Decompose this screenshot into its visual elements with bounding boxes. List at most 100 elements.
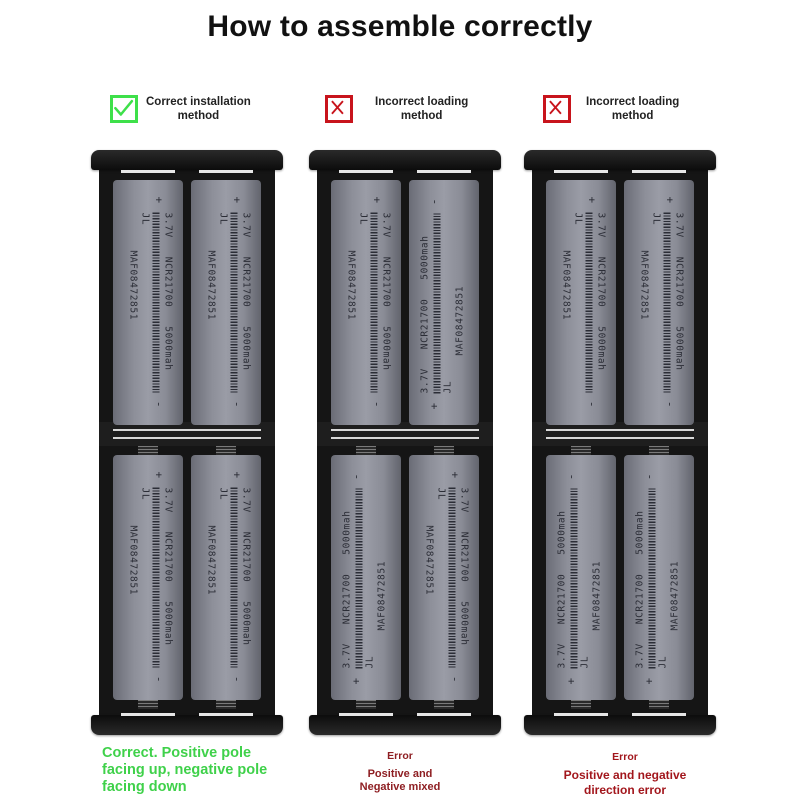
contact-plate [199,170,253,173]
battery-brand: JL [572,212,584,225]
legend-label: Incorrect loading method [375,95,468,123]
holder-middle-contacts [532,422,708,446]
negative-pole: - [585,400,599,407]
legend-line: method [400,110,443,122]
battery-brand: JL [364,655,376,668]
error-label: Error [612,751,638,763]
battery-brand: JL [139,212,151,225]
caption-line: facing up, negative pole [102,762,268,778]
spring-contact [356,446,376,455]
negative-pole: - [230,675,244,682]
caption-line: direction error [583,783,667,797]
legend-line: Incorrect loading [586,96,680,108]
contact-plate [121,713,175,716]
negative-pole: - [349,473,363,480]
caption-mixed: Error Positive and Negative mixed [330,750,470,794]
positive-pole: + [642,677,656,684]
positive-pole: + [427,402,441,409]
spring-contact [434,700,454,709]
barcode [230,487,238,667]
battery-brand: JL [657,655,669,668]
battery-brand: JL [579,655,591,668]
battery-spec: 3.7V NCR21700 5000mah [419,234,431,393]
spring-contact [356,700,376,709]
battery-spec: 3.7V NCR21700 5000mah [341,509,353,668]
contact-plate [554,713,608,716]
barcode [152,487,160,667]
battery-serial: MAF08472851 [591,560,603,630]
contact-plate [632,713,686,716]
contact-plate [632,170,686,173]
legend-incorrect-reversed: Incorrect loading method [543,92,679,126]
spring-contact [571,700,591,709]
battery-serial: MAF08472851 [127,525,139,595]
barcode [663,212,671,392]
legend-line: method [177,110,220,122]
positive-pole: + [349,677,363,684]
battery-brand: JL [442,380,454,393]
legend-label: Incorrect loading method [586,95,679,123]
holder-bottom-cap [91,715,283,735]
barcode [648,488,656,668]
battery-brand: JL [217,212,229,225]
legend-incorrect-mixed: Incorrect loading method [325,92,468,126]
error-label: Error [387,750,413,762]
positive-pole: + [230,196,244,203]
barcode [355,488,363,668]
legend-label: Correct installation method [146,95,251,123]
battery-serial: MAF08472851 [423,525,435,595]
battery-spec: 3.7V NCR21700 5000mah [458,487,470,646]
battery-serial: MAF08472851 [345,250,357,320]
battery-serial: MAF08472851 [376,560,388,630]
caption-line: Correct. Positive pole [102,745,252,761]
spring-contact [571,446,591,455]
legend-line: method [611,110,654,122]
negative-pole: - [370,400,384,407]
positive-pole: + [564,677,578,684]
battery-spec: 3.7V NCR21700 5000mah [595,212,607,371]
negative-pole: - [642,473,656,480]
battery-spec: 3.7V NCR21700 5000mah [162,212,174,371]
check-icon [110,95,138,123]
barcode [448,487,456,667]
holder-middle-contacts [317,422,493,446]
holder-middle-contacts [99,422,275,446]
caption-reversed: Error Positive and negative direction er… [540,750,710,798]
contact-plate [121,170,175,173]
caption-line: facing down [102,779,187,795]
battery-cell: +3.7V NCR21700 5000mah JL MAF08472851 - [113,180,183,425]
negative-pole: - [152,675,166,682]
positive-pole: + [230,471,244,478]
holder-top-cap [91,150,283,170]
battery-serial: MAF08472851 [638,250,650,320]
caption-line: Positive and [367,768,433,780]
holder-bottom-cap [524,715,716,735]
battery-spec: 3.7V NCR21700 5000mah [634,509,646,668]
battery-serial: MAF08472851 [127,250,139,320]
battery-spec: 3.7V NCR21700 5000mah [240,212,252,371]
positive-pole: + [370,196,384,203]
positive-pole: + [152,196,166,203]
battery-spec: 3.7V NCR21700 5000mah [162,487,174,646]
page-title: How to assemble correctly [207,10,593,43]
spring-contact [649,700,669,709]
battery-brand: JL [217,487,229,500]
battery-brand: JL [357,212,369,225]
legend-line: Incorrect loading [375,96,469,108]
contact-plate [199,713,253,716]
battery-brand: JL [650,212,662,225]
negative-pole: - [152,400,166,407]
negative-pole: - [427,198,441,205]
barcode [152,212,160,392]
barcode [585,212,593,392]
